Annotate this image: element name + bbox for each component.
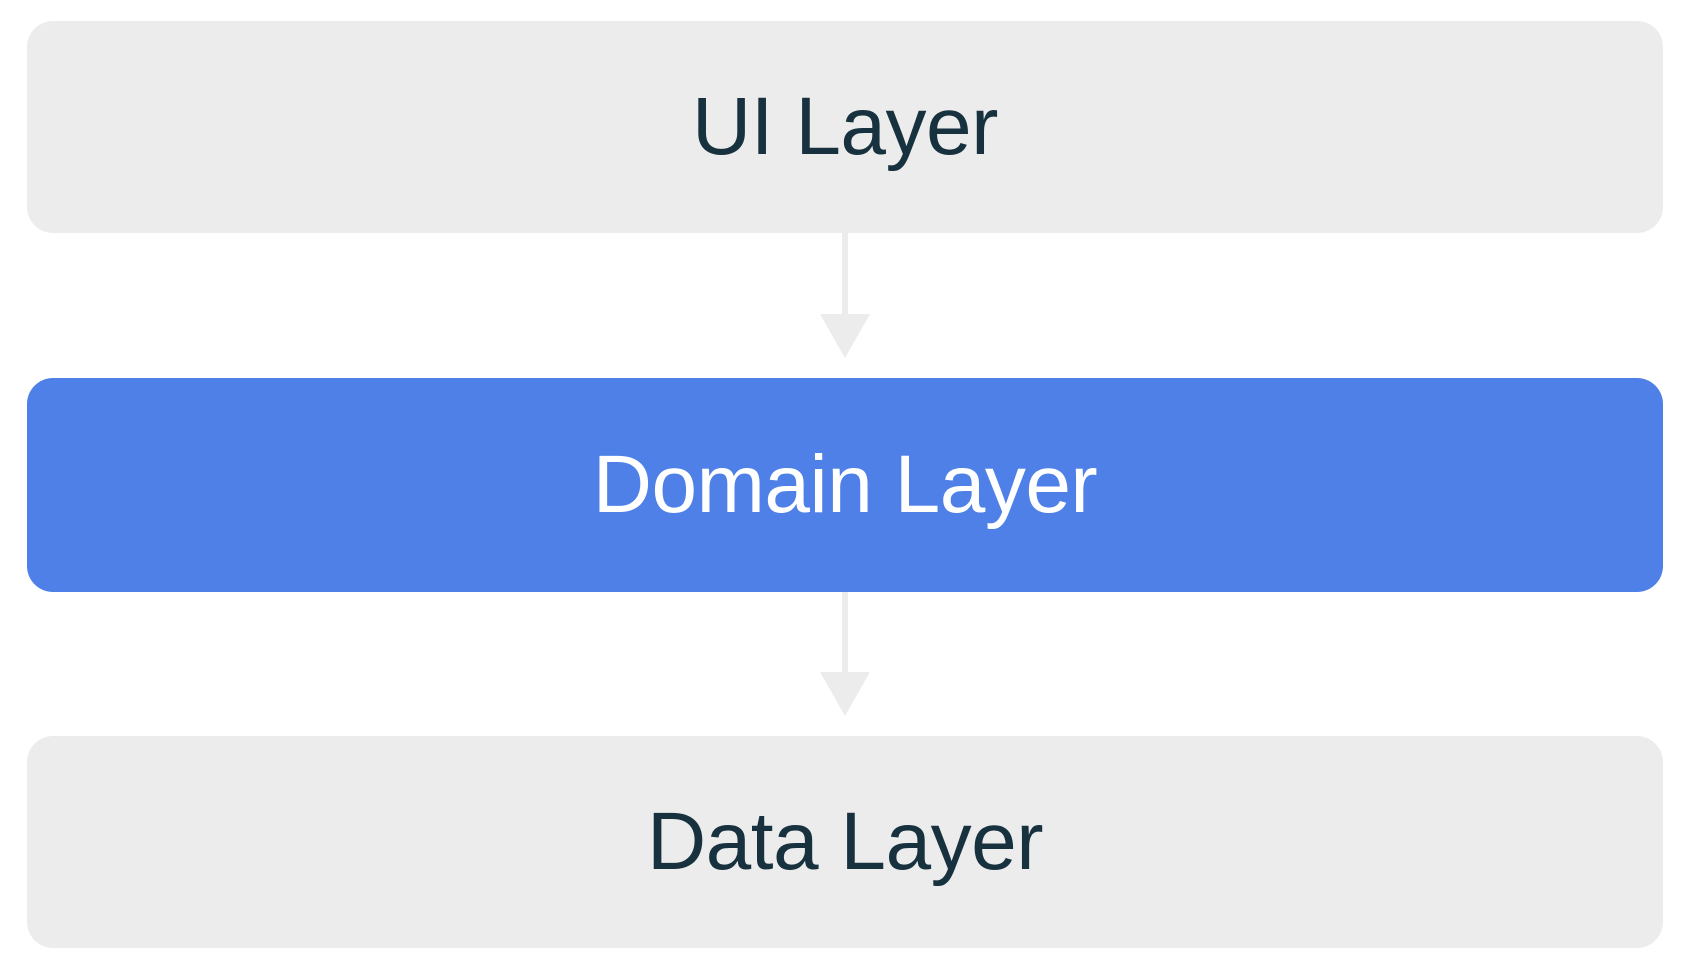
node-data-layer-label: Data Layer	[646, 796, 1044, 887]
arrow-down-icon	[820, 592, 870, 716]
node-ui-layer[interactable]: UI Layer	[27, 21, 1663, 233]
node-data-layer[interactable]: Data Layer	[27, 736, 1663, 948]
arrow-ui-to-domain	[818, 233, 872, 359]
node-domain-layer-label: Domain Layer	[592, 439, 1098, 530]
node-ui-layer-label: UI Layer	[692, 81, 998, 172]
arrow-domain-to-data	[818, 592, 872, 717]
arrow-down-icon	[820, 233, 870, 358]
node-domain-layer[interactable]: Domain Layer	[27, 378, 1663, 592]
